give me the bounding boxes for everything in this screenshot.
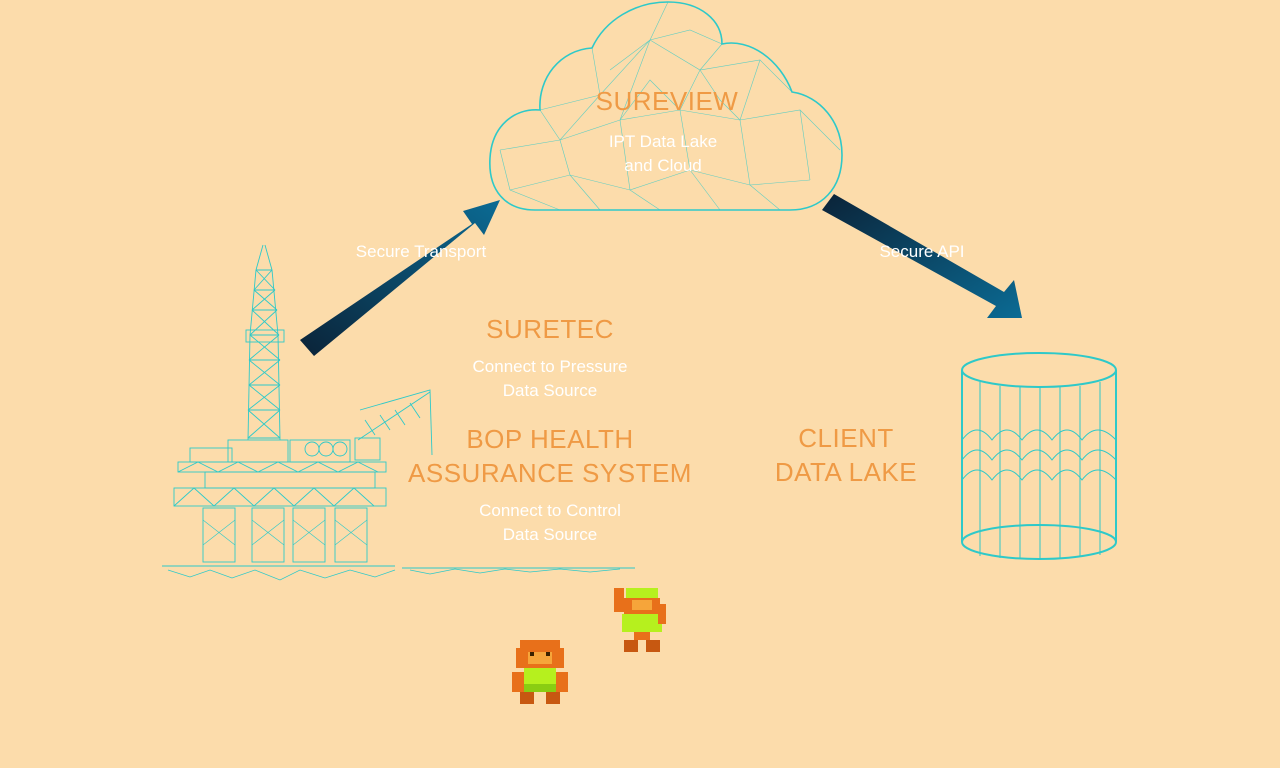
sureview-subtitle-line1: IPT Data Lake: [608, 132, 718, 151]
suretec-title: SURETEC: [486, 314, 614, 344]
bop-line1: Connect to Control: [479, 501, 621, 520]
oil-rig-icon: [162, 244, 635, 581]
bop-title-line2: ASSURANCE SYSTEM: [408, 458, 692, 488]
secure-transport-arrow: [300, 200, 500, 356]
client-title-line2: DATA LAKE: [774, 457, 918, 487]
pixel-character-waving-icon: [614, 588, 666, 652]
secure-api-arrow: [822, 194, 1022, 318]
sureview-title: SUREVIEW: [595, 86, 739, 116]
pixel-character-icon: [512, 640, 568, 704]
secure-api-label: Secure API: [879, 242, 965, 261]
bop-title-line1: BOP HEALTH: [466, 424, 634, 454]
suretec-line2: Data Source: [502, 381, 598, 400]
database-cylinder-icon: [961, 352, 1117, 560]
client-title-line1: CLIENT: [798, 423, 894, 453]
bop-line2: Data Source: [502, 525, 598, 544]
secure-transport-label: Secure Transport: [355, 242, 487, 261]
suretec-line1: Connect to Pressure: [472, 357, 628, 376]
cloud-icon: [489, 1, 843, 211]
sureview-subtitle-line2: and Cloud: [624, 156, 702, 175]
